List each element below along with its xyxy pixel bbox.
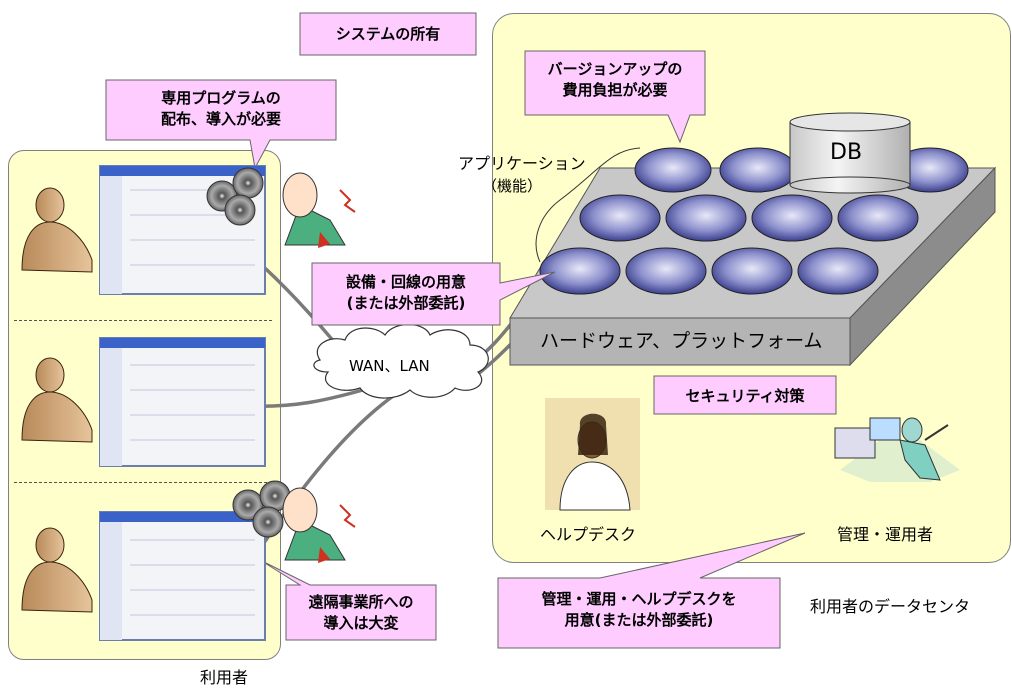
callout-shapes bbox=[105, 12, 837, 649]
db-label: DB bbox=[830, 140, 863, 165]
application-bracket bbox=[535, 147, 641, 263]
callout-line: バージョンアップの bbox=[547, 60, 683, 78]
application-sublabel: （機能） bbox=[482, 177, 543, 195]
separator-line bbox=[14, 482, 272, 483]
admin-person-icon bbox=[834, 417, 960, 482]
users-label: 利用者 bbox=[200, 668, 249, 687]
user-datacenter-label: 利用者のデータセンタ bbox=[810, 597, 971, 616]
wan-lan-cloud bbox=[313, 323, 489, 399]
callout-line: 管理・運用・ヘルプデスクを bbox=[541, 590, 737, 608]
db-cylinder bbox=[789, 112, 911, 194]
callout-line: 用意(または外部委託) bbox=[564, 611, 714, 629]
computer-screens bbox=[99, 165, 266, 641]
callout-line: 設備・回線の用意 bbox=[345, 273, 466, 291]
application-label: アプリケーション bbox=[458, 154, 586, 173]
version-up-callout: バージョンアップの 費用負担が必要 bbox=[525, 59, 705, 101]
equipment-callout: 設備・回線の用意 (または外部委託) bbox=[312, 272, 500, 314]
callout-line: 専用プログラムの bbox=[161, 89, 281, 107]
separator-line bbox=[14, 320, 272, 321]
security-label: セキュリティ対策 bbox=[685, 387, 805, 405]
admin-label: 管理・運用者 bbox=[837, 525, 934, 544]
user-person-icons bbox=[21, 187, 93, 613]
worried-person-icons bbox=[282, 172, 356, 563]
hardware-platform-label: ハードウェア、プラットフォーム bbox=[540, 330, 823, 352]
callout-line: 導入は大変 bbox=[323, 614, 399, 632]
application-modules bbox=[539, 147, 969, 295]
callout-line: 配布、導入が必要 bbox=[160, 110, 281, 128]
callout-line: (または外部委託) bbox=[346, 294, 466, 312]
remote-office-callout: 遠隔事業所への 導入は大変 bbox=[286, 592, 436, 634]
management-callout: 管理・運用・ヘルプデスクを 用意(または外部委託) bbox=[498, 589, 780, 631]
callout-line: 遠隔事業所への bbox=[308, 593, 414, 611]
helpdesk-person-icon bbox=[545, 398, 640, 511]
callout-line: 費用負担が必要 bbox=[562, 81, 668, 99]
system-ownership-label: システムの所有 bbox=[335, 25, 441, 43]
program-distribution-callout: 専用プログラムの 配布、導入が必要 bbox=[106, 88, 336, 130]
helpdesk-label: ヘルプデスク bbox=[540, 525, 637, 544]
cd-disc-icons bbox=[206, 167, 291, 538]
wan-lan-label: WAN、LAN bbox=[349, 357, 430, 375]
